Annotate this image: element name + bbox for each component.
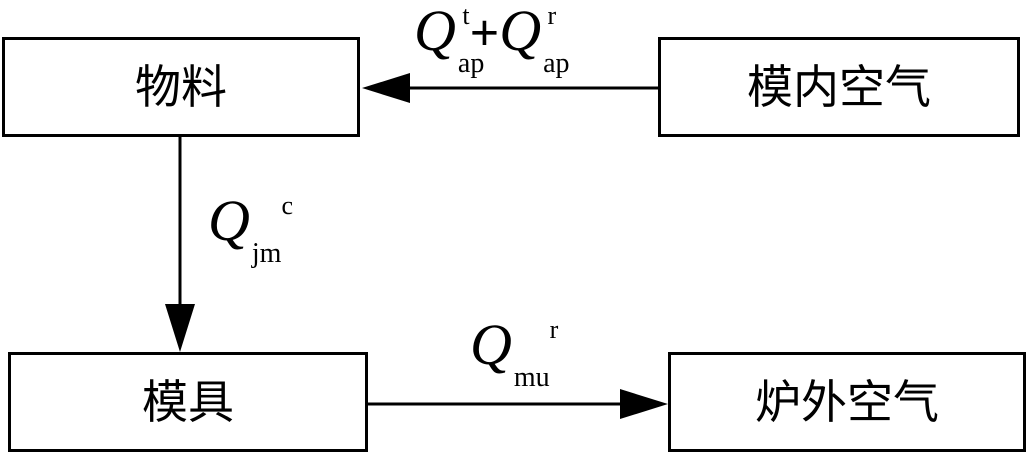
furnace-air-label: 炉外空气 bbox=[755, 375, 939, 429]
flow-label-top: Qap t+Qap r bbox=[414, 0, 570, 78]
furnace-air-box: 炉外空气 bbox=[668, 352, 1026, 452]
material-label: 物料 bbox=[135, 60, 227, 114]
flow-top-term1-symbol: Q bbox=[414, 0, 456, 63]
flow-bottom-sub: mu bbox=[513, 362, 550, 393]
flow-label-left: Qjm c bbox=[208, 191, 293, 268]
flow-top-term1-sub: ap bbox=[457, 48, 485, 79]
mold-air-label: 模内空气 bbox=[747, 60, 931, 114]
flow-top-term2-symbol: Q bbox=[499, 0, 542, 63]
mold-box: 模具 bbox=[8, 352, 368, 452]
flow-left-symbol: Q bbox=[208, 188, 250, 253]
flow-top-term2-sub: ap bbox=[543, 48, 570, 79]
material-box: 物料 bbox=[2, 37, 360, 137]
flow-bottom-symbol: Q bbox=[470, 312, 512, 377]
flow-label-bottom: Qmu r bbox=[470, 315, 559, 392]
flow-top-term1-sup: t bbox=[462, 1, 470, 30]
mold-label: 模具 bbox=[142, 375, 234, 429]
flow-left-sub: jm bbox=[251, 238, 282, 269]
flow-bottom-sup: r bbox=[549, 315, 559, 344]
flow-left-sup: c bbox=[281, 191, 293, 220]
mold-air-box: 模内空气 bbox=[658, 37, 1020, 137]
arrow-top-head bbox=[362, 73, 410, 103]
arrow-left-head bbox=[165, 304, 195, 352]
arrow-bottom-head bbox=[620, 389, 668, 419]
flow-top-term2-sup: r bbox=[547, 1, 557, 30]
flow-top-operator: + bbox=[469, 5, 500, 62]
